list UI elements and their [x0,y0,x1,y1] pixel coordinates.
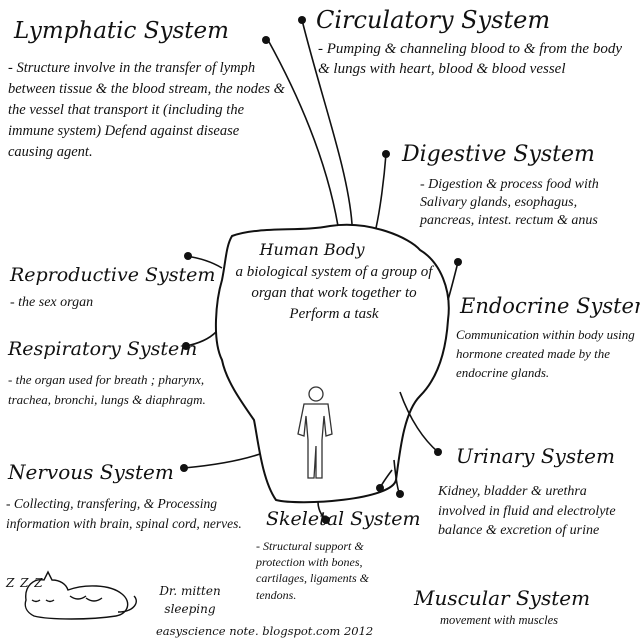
dot-respiratory [182,342,190,350]
digestive-system-description: - Digestion & process food with Salivary… [420,177,599,229]
dot-skeletal [322,516,330,524]
skeletal-system-description: - Structural support & protection with b… [256,539,369,602]
connector-circulatory [301,19,353,225]
dot-reproductive [184,252,192,260]
doodle-caption: Dr. mitten sleeping [159,584,221,616]
dot-digestive [382,150,390,158]
connector-urinary [399,391,439,453]
urinary-system-title: Urinary System [456,444,615,468]
dot-circulatory [298,16,306,24]
connector-lymphatic [267,39,339,227]
endocrine-system-description: Communication within body using hormone … [456,327,635,380]
connector-dots [180,16,462,524]
dot-muscular [396,490,404,498]
connector-lines [183,19,459,521]
reproductive-system-title: Reproductive System [10,264,216,286]
human-figure-icon [297,386,333,479]
connector-endocrine [447,261,459,301]
lymphatic-system-title: Lymphatic System [14,18,229,44]
center-description: a biological system of a group of organ … [235,264,433,322]
nervous-system-description: - Collecting, transfering, & Processing … [6,496,242,532]
sleeping-cat-icon [24,570,137,620]
dot-urinary [434,448,442,456]
skeletal-system-title: Skeletal System [266,508,421,530]
dot-extra [376,484,384,492]
respiratory-system-title: Respiratory System [8,338,198,360]
dot-endocrine [454,258,462,266]
center-title: Human Body [259,240,365,259]
nervous-system-title: Nervous System [8,460,174,484]
urinary-system-description: Kidney, bladder & urethra involved in fl… [438,484,616,539]
connector-nervous [183,453,261,469]
muscular-system-description: movement with muscles [440,613,559,627]
circulatory-system-title: Circulatory System [316,6,551,34]
respiratory-system-description: - the organ used for breath ; pharynx, t… [8,372,206,408]
reproductive-system-description: - the sex organ [10,295,94,310]
dot-lymphatic [262,36,270,44]
lymphatic-system-description: - Structure involve in the transfer of l… [8,60,285,161]
muscular-system-title: Muscular System [414,586,591,610]
endocrine-system-title: Endocrine System [460,294,640,318]
sleep-zzz-text: Z Z Z [6,576,44,590]
footer-credit: easyscience note. blogspot.com 2012 [156,624,374,638]
dot-nervous [180,464,188,472]
circulatory-system-description: - Pumping & channeling blood to & from t… [318,41,622,77]
connector-digestive [375,153,387,229]
digestive-system-title: Digestive System [402,142,595,167]
